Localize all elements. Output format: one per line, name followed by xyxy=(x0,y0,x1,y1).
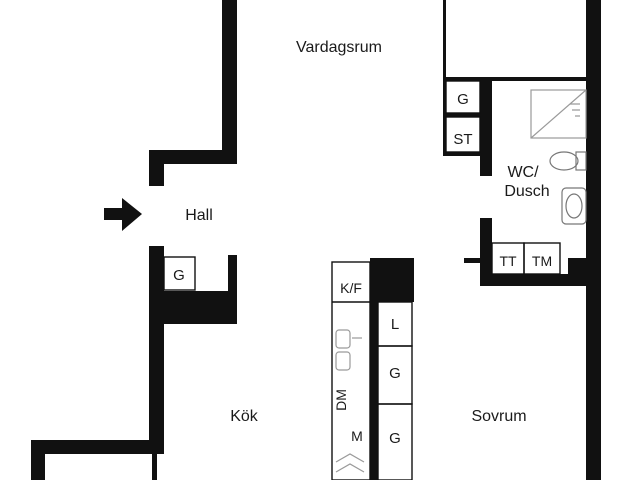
wall-closet-bottom xyxy=(443,77,601,81)
wardrobe-g-low xyxy=(377,403,413,480)
cabinetry xyxy=(163,80,561,480)
tag-m: M xyxy=(351,428,363,444)
room-label-vardagsrum: Vardagsrum xyxy=(296,39,382,56)
tag-g-hall: G xyxy=(173,267,185,284)
stove-icon xyxy=(335,453,365,473)
wall-st-bottom xyxy=(443,152,480,156)
room-label-dusch: Dusch xyxy=(504,183,549,200)
cabinet-tm xyxy=(523,242,561,275)
wall-bottom-left-stub xyxy=(31,440,45,480)
walls xyxy=(31,0,601,480)
tag-tm: TM xyxy=(532,253,552,269)
wall-hall-closet-right xyxy=(228,255,237,324)
hall-closet xyxy=(163,256,196,291)
room-label-sovrum: Sovrum xyxy=(471,408,526,425)
closet-g-top xyxy=(445,80,481,114)
room-label-kok: Kök xyxy=(230,408,259,425)
wall-bottom-left xyxy=(31,440,164,454)
entrance-arrow-icon xyxy=(104,198,142,231)
wall-notch-top xyxy=(149,150,237,164)
wall-bottom-left-edge xyxy=(152,440,157,480)
sink-icon xyxy=(561,187,587,225)
shower-icon xyxy=(530,89,587,139)
wall-upper-left xyxy=(222,0,237,164)
wall-bath-bottom-right xyxy=(568,258,601,286)
wall-kitchen-divider xyxy=(370,258,378,480)
kitchen-counter xyxy=(331,261,371,480)
closet-st xyxy=(445,116,481,153)
wall-hall-left-bottom xyxy=(149,246,164,446)
tag-g-top: G xyxy=(457,91,469,108)
wall-closet-divider xyxy=(443,113,480,117)
toilet-icon xyxy=(549,151,587,171)
tag-l: L xyxy=(391,316,399,333)
wall-bath-door-stub xyxy=(464,258,484,263)
wall-bath-left-top xyxy=(480,77,492,176)
tag-tt: TT xyxy=(499,253,517,269)
kitchen-sink-icon xyxy=(335,329,362,371)
wall-hall-left-top xyxy=(149,150,164,186)
room-label-wc: WC/ xyxy=(507,164,539,181)
tag-kf: K/F xyxy=(340,280,362,296)
tag-dm: DM xyxy=(333,389,349,411)
tag-g-low: G xyxy=(389,430,401,447)
tag-st: ST xyxy=(453,131,472,148)
wall-bath-left-bottom xyxy=(480,218,492,286)
wall-hall-closet-bottom xyxy=(149,291,237,324)
wall-right-outer xyxy=(586,0,601,480)
room-label-hall: Hall xyxy=(185,207,213,224)
tag-g-mid: G xyxy=(389,365,401,382)
